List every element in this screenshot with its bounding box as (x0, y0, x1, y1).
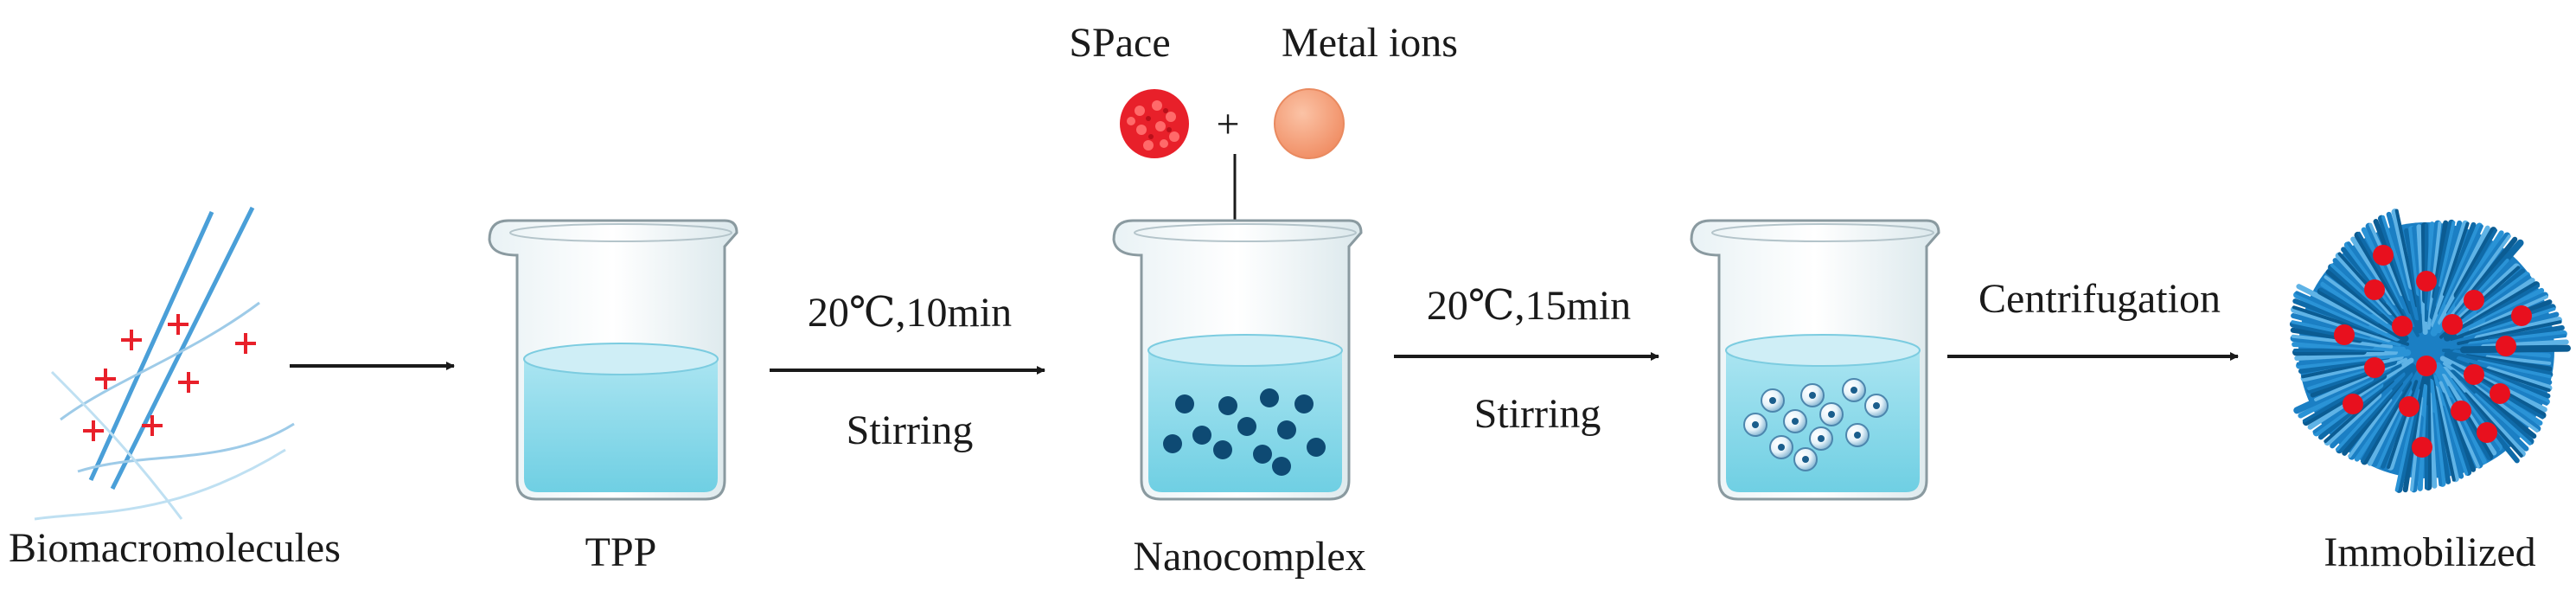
ball-spike (2402, 375, 2426, 493)
ball-spike (2450, 299, 2553, 343)
ball-spike (2381, 215, 2412, 302)
label-biomacromolecules: Biomacromolecules (9, 525, 341, 571)
label-nanocomplex: Nanocomplex (1133, 534, 1366, 580)
ball-spike (2374, 371, 2419, 467)
beaker-nanocomplex (1112, 219, 1363, 501)
ball-spike (2324, 275, 2389, 324)
fiber-curve (77, 422, 295, 473)
space-dot (2477, 422, 2497, 443)
ball-spike (2431, 412, 2443, 487)
ball-spike (2445, 234, 2511, 324)
ball-spike (2456, 287, 2545, 337)
ball-spike (2439, 221, 2456, 287)
ball-spike (2335, 388, 2393, 452)
ball-spike (2456, 356, 2553, 385)
ball-spike (2444, 311, 2560, 348)
space-dot (2373, 245, 2394, 266)
step1-process: Stirring (846, 407, 974, 453)
fiber-curve (60, 301, 260, 421)
space-particle (1120, 89, 1189, 158)
space-dot (2334, 324, 2355, 345)
ball-spike (2474, 393, 2532, 446)
space-dot (2511, 305, 2532, 326)
space-dot (2464, 290, 2484, 311)
step2-process: Stirring (1473, 391, 1601, 437)
ball-spike (2292, 305, 2410, 346)
ball-spike (2314, 357, 2408, 401)
ball-spike (2296, 354, 2378, 366)
ball-spike (2468, 362, 2551, 393)
space-dot (2412, 437, 2432, 458)
ball-spike (2432, 375, 2469, 476)
ball-spike (2318, 287, 2380, 324)
ball-spike (2295, 291, 2370, 326)
label-plus: + (1216, 101, 1240, 147)
ball-spike (2465, 236, 2518, 301)
ball-spike (2457, 320, 2562, 346)
space-dot (2496, 336, 2516, 356)
space-dot (2416, 356, 2437, 376)
ball-spike (2439, 381, 2480, 469)
fiber-curve (34, 448, 286, 521)
biomacromolecules-figure (34, 206, 295, 521)
fiber-curve (50, 370, 183, 520)
ball-spike (2317, 364, 2409, 440)
ball-spike (2307, 357, 2414, 430)
ball-spike (2443, 221, 2470, 297)
ball-spike (2446, 228, 2497, 315)
ball-spike (2485, 355, 2552, 365)
nanocomplex-particles (1163, 388, 1326, 476)
step1-condition: 20℃,10min (807, 290, 1013, 336)
ball-spike (2302, 363, 2402, 423)
label-tpp: TPP (585, 529, 657, 575)
ball-spike (2476, 274, 2531, 315)
fiber-line (110, 206, 255, 490)
ball-spike (2445, 224, 2483, 306)
metal-ion-particle (1274, 88, 1345, 159)
ball-spike (2301, 361, 2371, 379)
ball-spike (2473, 284, 2541, 324)
ball-spike (2448, 410, 2477, 472)
space-dot (2416, 271, 2437, 292)
space-dot (2451, 401, 2471, 421)
space-dot (2490, 383, 2510, 404)
space-dot (2343, 394, 2363, 414)
label-metal-ions: Metal ions (1282, 20, 1458, 66)
space-dot (2464, 364, 2484, 385)
ball-spike (2448, 356, 2551, 399)
immobilized-particle (2289, 208, 2571, 493)
space-dot (2364, 279, 2385, 300)
step3-process: Centrifugation (1978, 276, 2221, 322)
ball-spike (2320, 281, 2399, 334)
ball-spike (2438, 225, 2490, 325)
space-dot (2442, 314, 2463, 335)
space-dot (2392, 316, 2413, 337)
fiber-line (88, 210, 214, 482)
label-space: SPace (1069, 20, 1171, 66)
ball-spike (2306, 369, 2365, 391)
positive-charges (83, 314, 256, 441)
beaker-beads (1690, 219, 1940, 501)
ball-spike (2394, 208, 2419, 308)
ball-spike (2386, 211, 2420, 321)
beaker-tpp (488, 219, 738, 501)
space-dot (2364, 357, 2385, 378)
ball-spike (2428, 368, 2456, 482)
ball-spike (2294, 349, 2399, 361)
label-immobilized: Immobilized (2324, 529, 2536, 575)
ball-spike (2348, 398, 2393, 458)
ball-spike (2477, 359, 2552, 379)
ball-spike (2469, 295, 2548, 333)
space-dot (2399, 396, 2419, 417)
ball-spike (2292, 342, 2407, 352)
ball-spike (2330, 371, 2406, 449)
step2-condition: 20℃,15min (1426, 283, 1632, 329)
ball-spike (2436, 230, 2504, 334)
ball-spike (2387, 380, 2419, 470)
